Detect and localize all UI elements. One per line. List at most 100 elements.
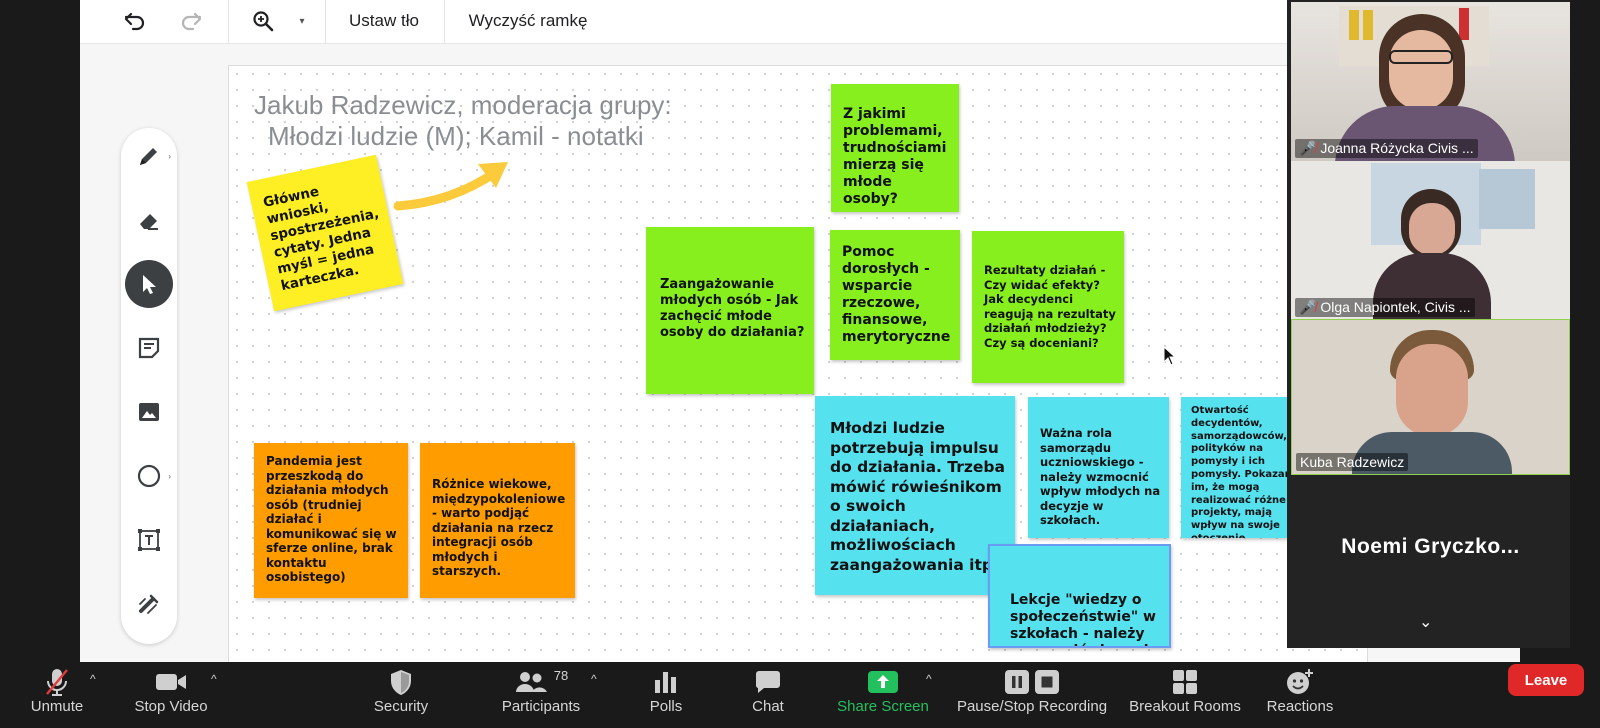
pause-stop-recording-button[interactable]: Pause/Stop Recording [954,666,1110,726]
share-screen-button[interactable]: Share Screen [832,666,934,726]
unmute-label: Unmute [30,698,84,715]
participant-name-label: 🎤̸ Olga Napiontek, Civis ... [1295,298,1475,317]
meeting-controls-bar: Unmute ^ Stop Video ^ Security 78 Partic… [0,662,1600,728]
person-face [1396,344,1468,436]
sticky-note-text: Otwartość decydentów, samorządowców, pol… [1191,405,1287,538]
security-label: Security [373,698,429,715]
reactions-label: Reactions [1266,698,1334,715]
sticky-note-impulse[interactable]: Młodzi ludzie potrzebują impulsu do dzia… [815,396,1015,595]
redo-icon[interactable] [174,4,208,38]
tool-rail: › › [121,128,177,644]
breakout-rooms-label: Breakout Rooms [1129,698,1241,715]
person-face [1409,203,1455,255]
video-gallery-panel: 🎤̸ Joanna Różycka Civis ... 🎤̸ Olga Napi… [1287,0,1570,648]
participants-count: 78 [553,667,569,683]
leave-button[interactable]: Leave [1508,664,1584,696]
pen-tool-icon[interactable]: › [125,132,173,180]
sticky-note-problems[interactable]: Z jakimi problemami, trudnościami mierzą… [831,84,959,212]
sticky-note-civics-lessons[interactable]: Lekcje "wiedzy o społeczeństwie" w szkoł… [988,544,1171,648]
reactions-button[interactable]: Reactions [1260,666,1340,726]
smiley-icon [1285,666,1315,698]
board-title-line: Młodzi ludzie (M); Kamil - notatki [268,121,644,151]
participant-name-label: Kuba Radzewicz [1296,453,1409,471]
sticky-note-main-conclusions[interactable]: Główne wnioski, spostrzeżenia, cytaty. J… [246,154,404,312]
sticky-note-student-council[interactable]: Ważna rola samorządu uczniowskiego - nal… [1028,397,1169,538]
participant-name: Kuba Radzewicz [1300,454,1405,470]
sticky-note-text: Pomoc dorosłych - wsparcie rzeczowe, fin… [842,244,951,345]
video-tile[interactable]: 🎤̸ Joanna Różycka Civis ... [1291,2,1570,161]
folder-image [1349,10,1359,40]
participants-label: Participants [501,698,581,715]
toolbar-divider [228,0,229,44]
toolbar-divider [444,0,445,44]
sticky-note-text: Pandemia jest przeszkodą do działania mł… [266,454,397,584]
pause-stop-recording-label: Pause/Stop Recording [956,698,1108,715]
text-box-tool-icon[interactable] [125,516,173,564]
shield-icon [389,666,413,698]
chat-label: Chat [752,698,784,715]
person-body [1335,106,1515,161]
participants-button[interactable]: 78 Participants [488,666,594,726]
glasses-image [1389,50,1453,64]
toolbar-divider [325,0,326,44]
folder-image [1363,10,1373,40]
muted-mic-icon [43,666,71,698]
chat-button[interactable]: Chat [738,666,798,726]
folder-image [1459,8,1469,40]
image-tool-icon[interactable] [125,388,173,436]
breakout-rooms-button[interactable]: Breakout Rooms [1124,666,1246,726]
video-options-caret-icon[interactable]: ^ [211,672,217,686]
muted-mic-icon: 🎤̸ [1299,299,1317,315]
sticky-note-text: Z jakimi problemami, trudnościami mierzą… [843,106,947,207]
audio-options-caret-icon[interactable]: ^ [90,672,96,686]
shape-tool-icon[interactable]: › [125,452,173,500]
sticky-note-text: Lekcje "wiedzy o społeczeństwie" w szkoł… [1010,592,1156,646]
sticky-note-text: Zaangażowanie młodych osób - Jak zachęci… [660,277,805,340]
sticky-note-text: Główne wnioski, spostrzeżenia, cytaty. J… [261,183,381,295]
breakout-rooms-grid-icon [1172,666,1198,698]
undo-icon[interactable] [118,4,152,38]
stop-video-button[interactable]: Stop Video [128,666,214,726]
person-face [1389,30,1453,110]
stop-video-label: Stop Video [134,698,208,715]
muted-mic-icon: 🎤̸ [1299,140,1317,156]
participant-name: Joanna Różycka Civis ... [1320,140,1474,156]
set-background-button[interactable]: Ustaw tło [349,11,419,30]
board-title: Jakub Radzewicz, moderacja grupy: Młodzi… [254,90,714,152]
sticky-note-pandemic[interactable]: Pandemia jest przeszkodą do działania mł… [254,443,408,598]
participants-options-caret-icon[interactable]: ^ [591,672,597,686]
polls-button[interactable]: Polls [636,666,696,726]
pause-stop-icon [1003,666,1061,698]
sticky-note-age-differences[interactable]: Różnice wiekowe, międzypokoleniowe - war… [420,443,575,598]
scroll-down-chevron-icon[interactable]: ⌄ [1419,614,1433,631]
sticky-note-openness[interactable]: Otwartość decydentów, samorządowców, pol… [1181,397,1287,538]
share-screen-label: Share Screen [837,698,929,715]
select-tool-icon[interactable] [125,260,173,308]
yellow-arrow-icon[interactable] [392,158,516,216]
clear-frame-button[interactable]: Wyczyść ramkę [468,11,588,30]
video-tile[interactable]: 🎤̸ Olga Napiontek, Civis ... [1291,161,1570,320]
share-options-caret-icon[interactable]: ^ [926,672,932,686]
sticky-note-text: Różnice wiekowe, międzypokoleniowe - war… [432,477,566,578]
share-screen-arrow-icon [868,666,898,698]
laser-pointer-tool-icon[interactable] [125,580,173,628]
eraser-tool-icon[interactable] [125,196,173,244]
sticky-note-tool-icon[interactable] [125,324,173,372]
unmute-button[interactable]: Unmute [18,666,96,726]
sticky-note-results[interactable]: Rezultaty działań - Czy widać efekty? Ja… [972,231,1124,383]
video-camera-icon [155,666,187,698]
sticky-note-text: Młodzi ludzie potrzebują impulsu do dzia… [830,419,1005,574]
security-button[interactable]: Security [366,666,436,726]
zoom-icon[interactable] [248,4,278,38]
video-tile-active-speaker[interactable]: Kuba Radzewicz [1291,319,1570,475]
participant-name: Noemi Gryczko... [1341,535,1520,558]
video-tile-name-only[interactable]: Noemi Gryczko... [1291,477,1570,617]
sticky-note-text: Ważna rola samorządu uczniowskiego - nal… [1040,426,1161,527]
sticky-note-engagement[interactable]: Zaangażowanie młodych osób - Jak zachęci… [646,227,814,394]
sticky-note-text: Rezultaty działań - Czy widać efekty? Ja… [984,263,1116,350]
polls-bar-chart-icon [653,666,679,698]
sticky-note-adult-help[interactable]: Pomoc dorosłych - wsparcie rzeczowe, fin… [830,230,960,360]
zoom-dropdown-chevron-icon[interactable]: ▾ [299,15,305,27]
whiteboard-frame[interactable] [228,65,1368,662]
mouse-cursor-icon [1163,346,1177,366]
